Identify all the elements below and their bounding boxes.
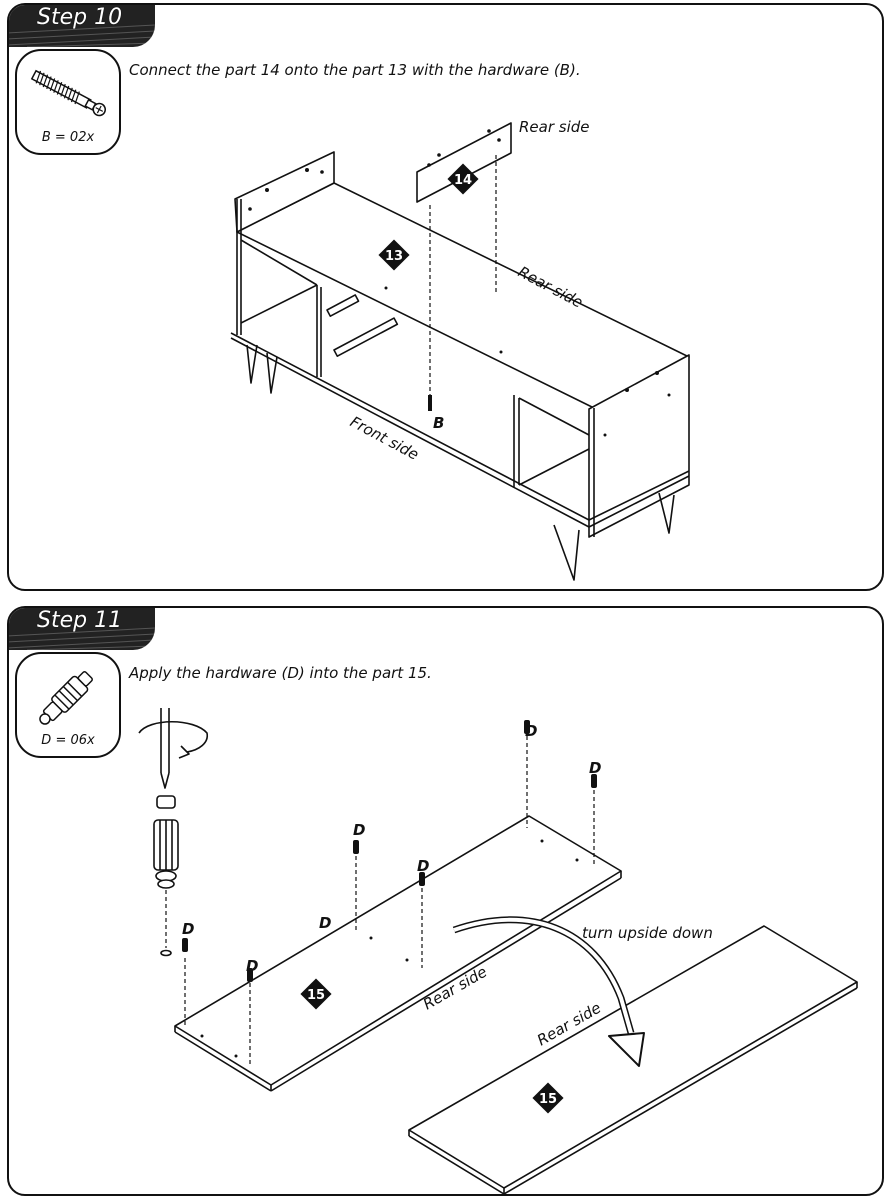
- step-11-instruction: Apply the hardware (D) into the part 15.: [129, 664, 432, 682]
- step-10-panel: Step 10 B = 02x Connect the pa: [7, 3, 884, 591]
- hardware-d-label-6: D: [525, 722, 537, 740]
- hardware-d-label-2: D: [246, 957, 258, 975]
- svg-text:15: 15: [539, 1092, 557, 1107]
- svg-text:13: 13: [385, 249, 403, 264]
- hardware-d-label-7: D: [589, 759, 601, 777]
- step-11-panel: Step 11 D = 06x Apply the hardware (D) i…: [7, 606, 884, 1196]
- hardware-d-label-3: D: [319, 914, 331, 932]
- hardware-b-label: B: [433, 414, 444, 432]
- svg-text:15: 15: [307, 988, 325, 1003]
- part-14-badge: 14: [447, 163, 479, 195]
- hardware-d-quantity: D = 06x: [41, 733, 95, 748]
- step-10-tab: Step 10: [9, 5, 155, 47]
- rear-side-label-top: Rear side: [519, 118, 590, 136]
- hardware-d-label-5: D: [417, 857, 429, 875]
- tab-hatch-pattern: [9, 627, 155, 650]
- shelf-hardware-drawing: D D D D D D D 15 15 Rear side Rear side …: [138, 708, 858, 1194]
- hardware-d-box: D = 06x: [15, 652, 121, 758]
- step-10-instruction: Connect the part 14 onto the part 13 wit…: [129, 61, 581, 79]
- step-10-title: Step 10: [37, 5, 123, 30]
- front-side-label: Front side: [347, 413, 422, 464]
- hardware-d-label-1: D: [182, 920, 194, 938]
- hardware-b-box: B = 02x: [15, 49, 121, 155]
- part-15-badge-left: 15: [300, 978, 332, 1010]
- step-11-title: Step 11: [37, 608, 123, 633]
- hardware-d-label-4: D: [353, 821, 365, 839]
- svg-text:14: 14: [454, 173, 472, 188]
- tab-hatch-pattern: [9, 24, 155, 47]
- hardware-b-quantity: B = 02x: [41, 130, 95, 145]
- turn-upside-down-label: turn upside down: [582, 924, 713, 942]
- part-13-badge: 13: [378, 239, 410, 271]
- cam-bolt-icon: [30, 69, 107, 117]
- tv-stand-assembly-drawing: 14 13 Rear side Rear side Front side B: [230, 118, 690, 581]
- step-11-tab: Step 11: [9, 608, 155, 650]
- cam-dowel-icon: [39, 671, 93, 725]
